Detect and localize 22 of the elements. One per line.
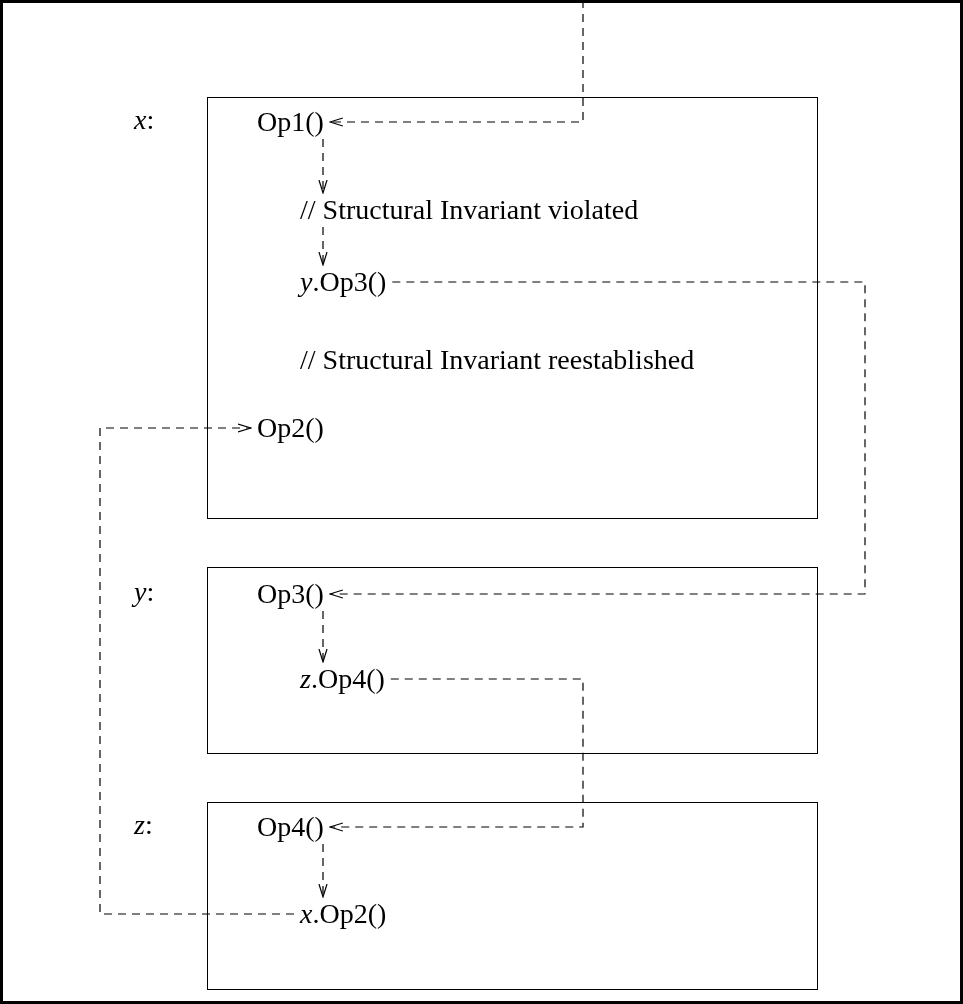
- object-box: [207, 97, 818, 519]
- call-arrow: [329, 281, 866, 599]
- code-text: // Structural Invariant reestablished: [299, 343, 696, 377]
- call-arrow: [329, 0, 584, 127]
- call-arrow: [318, 610, 328, 663]
- code-text: z.Op4(): [299, 662, 386, 696]
- call-arrow: [318, 226, 328, 266]
- call-arrow: [318, 843, 328, 898]
- code-text: Op3(): [256, 577, 325, 611]
- call-arrow: [329, 678, 584, 832]
- code-text: // Structural Invariant violated: [299, 193, 640, 227]
- code-text: x.Op2(): [298, 897, 388, 931]
- code-text: y.Op3(): [294, 265, 393, 299]
- call-arrow: [318, 138, 328, 194]
- object-label: z:: [134, 811, 153, 839]
- call-arrow: [99, 423, 295, 915]
- object-box: [207, 802, 818, 990]
- code-text: Op4(): [256, 810, 325, 844]
- code-text: Op2(): [256, 411, 325, 445]
- object-box: [207, 567, 818, 754]
- object-label: x:: [134, 106, 155, 134]
- code-text: Op1(): [256, 105, 325, 139]
